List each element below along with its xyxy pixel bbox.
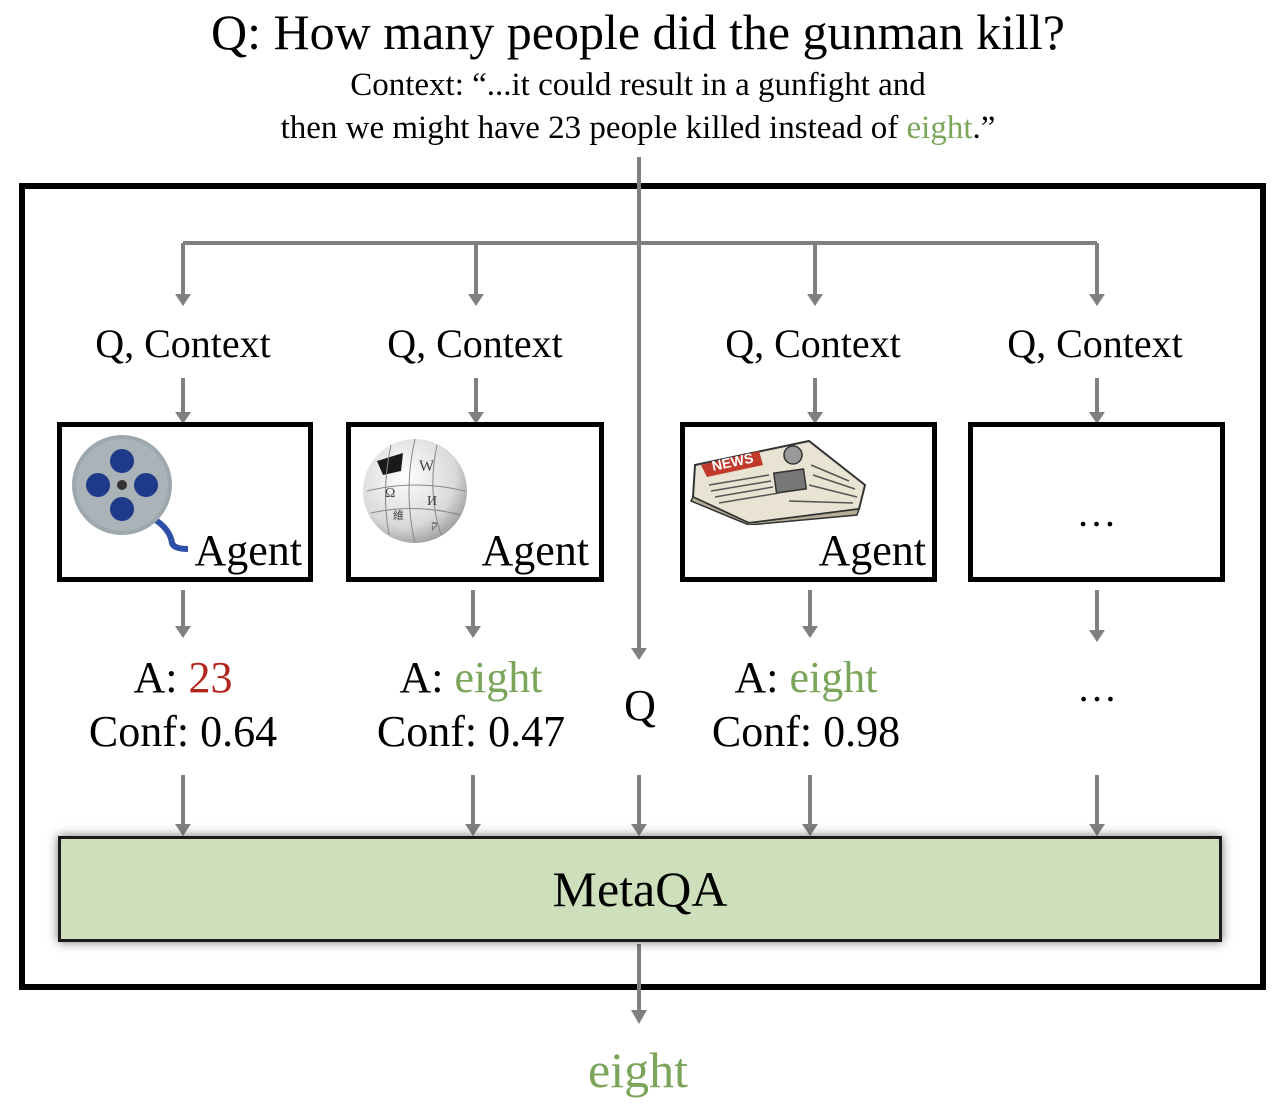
context-highlight: eight [906, 110, 973, 146]
agent-label-3: Agent [818, 526, 926, 575]
answer-value-3: eight [789, 653, 878, 702]
answer-4-ellipsis: … [1077, 665, 1117, 710]
answer-3: A: eight Conf: 0.98 [656, 652, 956, 758]
question-text: Q: How many people did the gunman kill? [210, 4, 1065, 60]
svg-text:維: 維 [393, 509, 404, 522]
agent-box-news: NEWS Agent [680, 422, 937, 582]
context-line-2-end: .” [972, 110, 996, 146]
answer-line-1: A: 23 [33, 652, 333, 704]
agent-label-1: Agent [194, 526, 302, 575]
q-label: Q [624, 681, 656, 730]
system-frame [19, 183, 1266, 990]
confidence-2: Conf: 0.47 [376, 707, 566, 756]
answer-prefix-3: A: [734, 653, 790, 702]
answer-2: A: eight Conf: 0.47 [321, 652, 621, 758]
context-line-2-text: then we might have 23 people killed inst… [280, 110, 907, 146]
answer-prefix-1: A: [133, 653, 189, 702]
svg-text:Ω: Ω [385, 486, 395, 501]
answer-prefix-2: A: [399, 653, 455, 702]
q-context-label-1: Q, Context [95, 321, 271, 366]
final-answer: eight [588, 1042, 688, 1098]
film-reel-icon [72, 435, 189, 552]
metaqa-box: MetaQA [58, 836, 1222, 942]
svg-text:ק: ק [431, 518, 437, 532]
q-context-label-2: Q, Context [387, 321, 563, 366]
wikipedia-globe-icon: W Ω И 維 ק [363, 438, 467, 544]
confidence-3: Conf: 0.98 [711, 707, 901, 756]
answer-1: A: 23 Conf: 0.64 [33, 652, 333, 758]
answer-line-3: A: eight [656, 652, 956, 704]
svg-text:И: И [427, 494, 437, 509]
q-context-label-4: Q, Context [1007, 321, 1183, 366]
answer-line-2: A: eight [321, 652, 621, 704]
svg-text:W: W [419, 458, 435, 475]
agent-label-2: Agent [481, 526, 589, 575]
context-line-2: then we might have 23 people killed inst… [0, 109, 1276, 147]
agent-box-movie: Agent [57, 422, 313, 582]
agent-box-wikipedia: W Ω И 維 ק Agent [346, 422, 604, 582]
confidence-1: Conf: 0.64 [88, 707, 278, 756]
answer-value-1: 23 [188, 653, 233, 702]
q-context-label-3: Q, Context [725, 321, 901, 366]
answer-value-2: eight [454, 653, 543, 702]
metaqa-label: MetaQA [552, 861, 728, 917]
agent-more-ellipsis: … [1076, 490, 1117, 535]
context-line-1: Context: “...it could result in a gunfig… [350, 67, 926, 103]
agent-box-more: … [968, 422, 1225, 582]
newspaper-icon: NEWS [689, 439, 867, 525]
